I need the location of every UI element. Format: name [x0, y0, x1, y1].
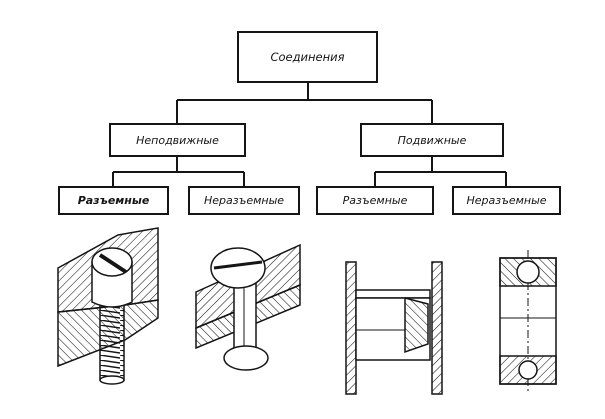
rivet-bottom-head [223, 345, 269, 371]
node-connections: Соединения [237, 31, 378, 83]
rivet-top-head [210, 247, 266, 289]
node-mobile: Подвижные [360, 123, 504, 157]
slider-right-guide [431, 261, 443, 395]
bearing-top-ball [516, 260, 540, 284]
slider-top-bar [355, 289, 431, 299]
node-fixed-permanent: Неразъемные [188, 186, 300, 215]
rivet-shank [233, 281, 257, 355]
ball-bearing-illustration [499, 250, 557, 392]
bolt-shank [99, 299, 125, 381]
rivet-joint-illustration [195, 243, 301, 371]
node-fixed: Неподвижные [109, 123, 246, 157]
node-mobile-detachable: Разъемные [316, 186, 434, 215]
rivet-head-slot [213, 260, 263, 270]
slider-left-guide [345, 261, 357, 395]
tree-connectors [112, 83, 507, 186]
bolt-head-slot [98, 253, 128, 274]
slider-joint-illustration [345, 261, 443, 395]
slider-wedge [404, 297, 429, 354]
bearing-bottom-ball [518, 360, 538, 380]
node-fixed-detachable: Разъемные [58, 186, 169, 215]
bolt-joint-illustration [57, 227, 159, 385]
bolt-shank-end [99, 375, 125, 385]
node-mobile-permanent: Неразъемные [452, 186, 561, 215]
